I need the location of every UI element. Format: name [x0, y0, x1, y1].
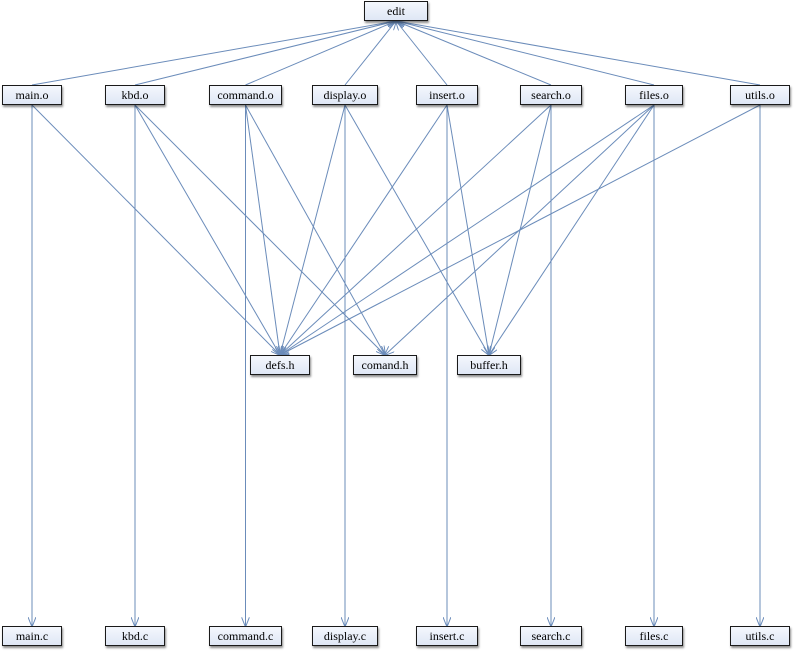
- edge-command-o-to-defs-h: [245, 104, 281, 355]
- edge-files-o-to-buffer-h: [489, 104, 655, 355]
- node-main-c[interactable]: main.c: [2, 626, 62, 646]
- edge-utils-o-to-edit: [396, 21, 761, 86]
- edge-insert-o-to-buffer-h: [446, 104, 489, 355]
- node-kbd-o[interactable]: kbd.o: [105, 85, 165, 105]
- edge-insert-o-to-edit: [396, 21, 448, 86]
- edge-command-o-to-edit: [245, 21, 397, 86]
- node-files-c[interactable]: files.c: [625, 626, 683, 646]
- node-display-o[interactable]: display.o: [312, 85, 378, 105]
- edge-main-o-to-defs-h: [31, 104, 280, 355]
- edge-kbd-o-to-comand-h: [134, 104, 385, 355]
- node-display-c[interactable]: display.c: [312, 626, 378, 646]
- node-insert-o[interactable]: insert.o: [416, 85, 478, 105]
- edge-command-o-to-comand-h: [245, 104, 386, 355]
- edge-main-o-to-edit: [31, 21, 396, 86]
- node-utils-c[interactable]: utils.c: [730, 626, 790, 646]
- node-buffer-h[interactable]: buffer.h: [457, 355, 521, 375]
- node-search-o[interactable]: search.o: [520, 85, 582, 105]
- edge-display-o-to-buffer-h: [344, 104, 489, 355]
- node-insert-c[interactable]: insert.c: [416, 626, 478, 646]
- edge-search-o-to-defs-h: [280, 104, 552, 355]
- edge-kbd-o-to-defs-h: [134, 104, 280, 355]
- edge-utils-o-to-defs-h: [280, 104, 761, 355]
- node-search-c[interactable]: search.c: [520, 626, 582, 646]
- node-defs-h[interactable]: defs.h: [250, 355, 310, 375]
- node-command-c[interactable]: command.c: [209, 626, 282, 646]
- edge-display-o-to-edit: [344, 21, 396, 86]
- node-utils-o[interactable]: utils.o: [730, 85, 790, 105]
- edge-files-o-to-defs-h: [280, 104, 655, 355]
- node-command-o[interactable]: command.o: [209, 85, 282, 105]
- node-edit[interactable]: edit: [364, 1, 428, 21]
- edge-kbd-o-to-edit: [134, 21, 396, 86]
- node-files-o[interactable]: files.o: [625, 85, 683, 105]
- edge-insert-o-to-defs-h: [280, 104, 448, 355]
- node-comand-h[interactable]: comand.h: [353, 355, 417, 375]
- edge-files-o-to-edit: [396, 21, 655, 86]
- edge-search-o-to-edit: [396, 21, 552, 86]
- node-main-o[interactable]: main.o: [2, 85, 62, 105]
- node-kbd-c[interactable]: kbd.c: [105, 626, 165, 646]
- edge-display-o-to-defs-h: [280, 104, 346, 355]
